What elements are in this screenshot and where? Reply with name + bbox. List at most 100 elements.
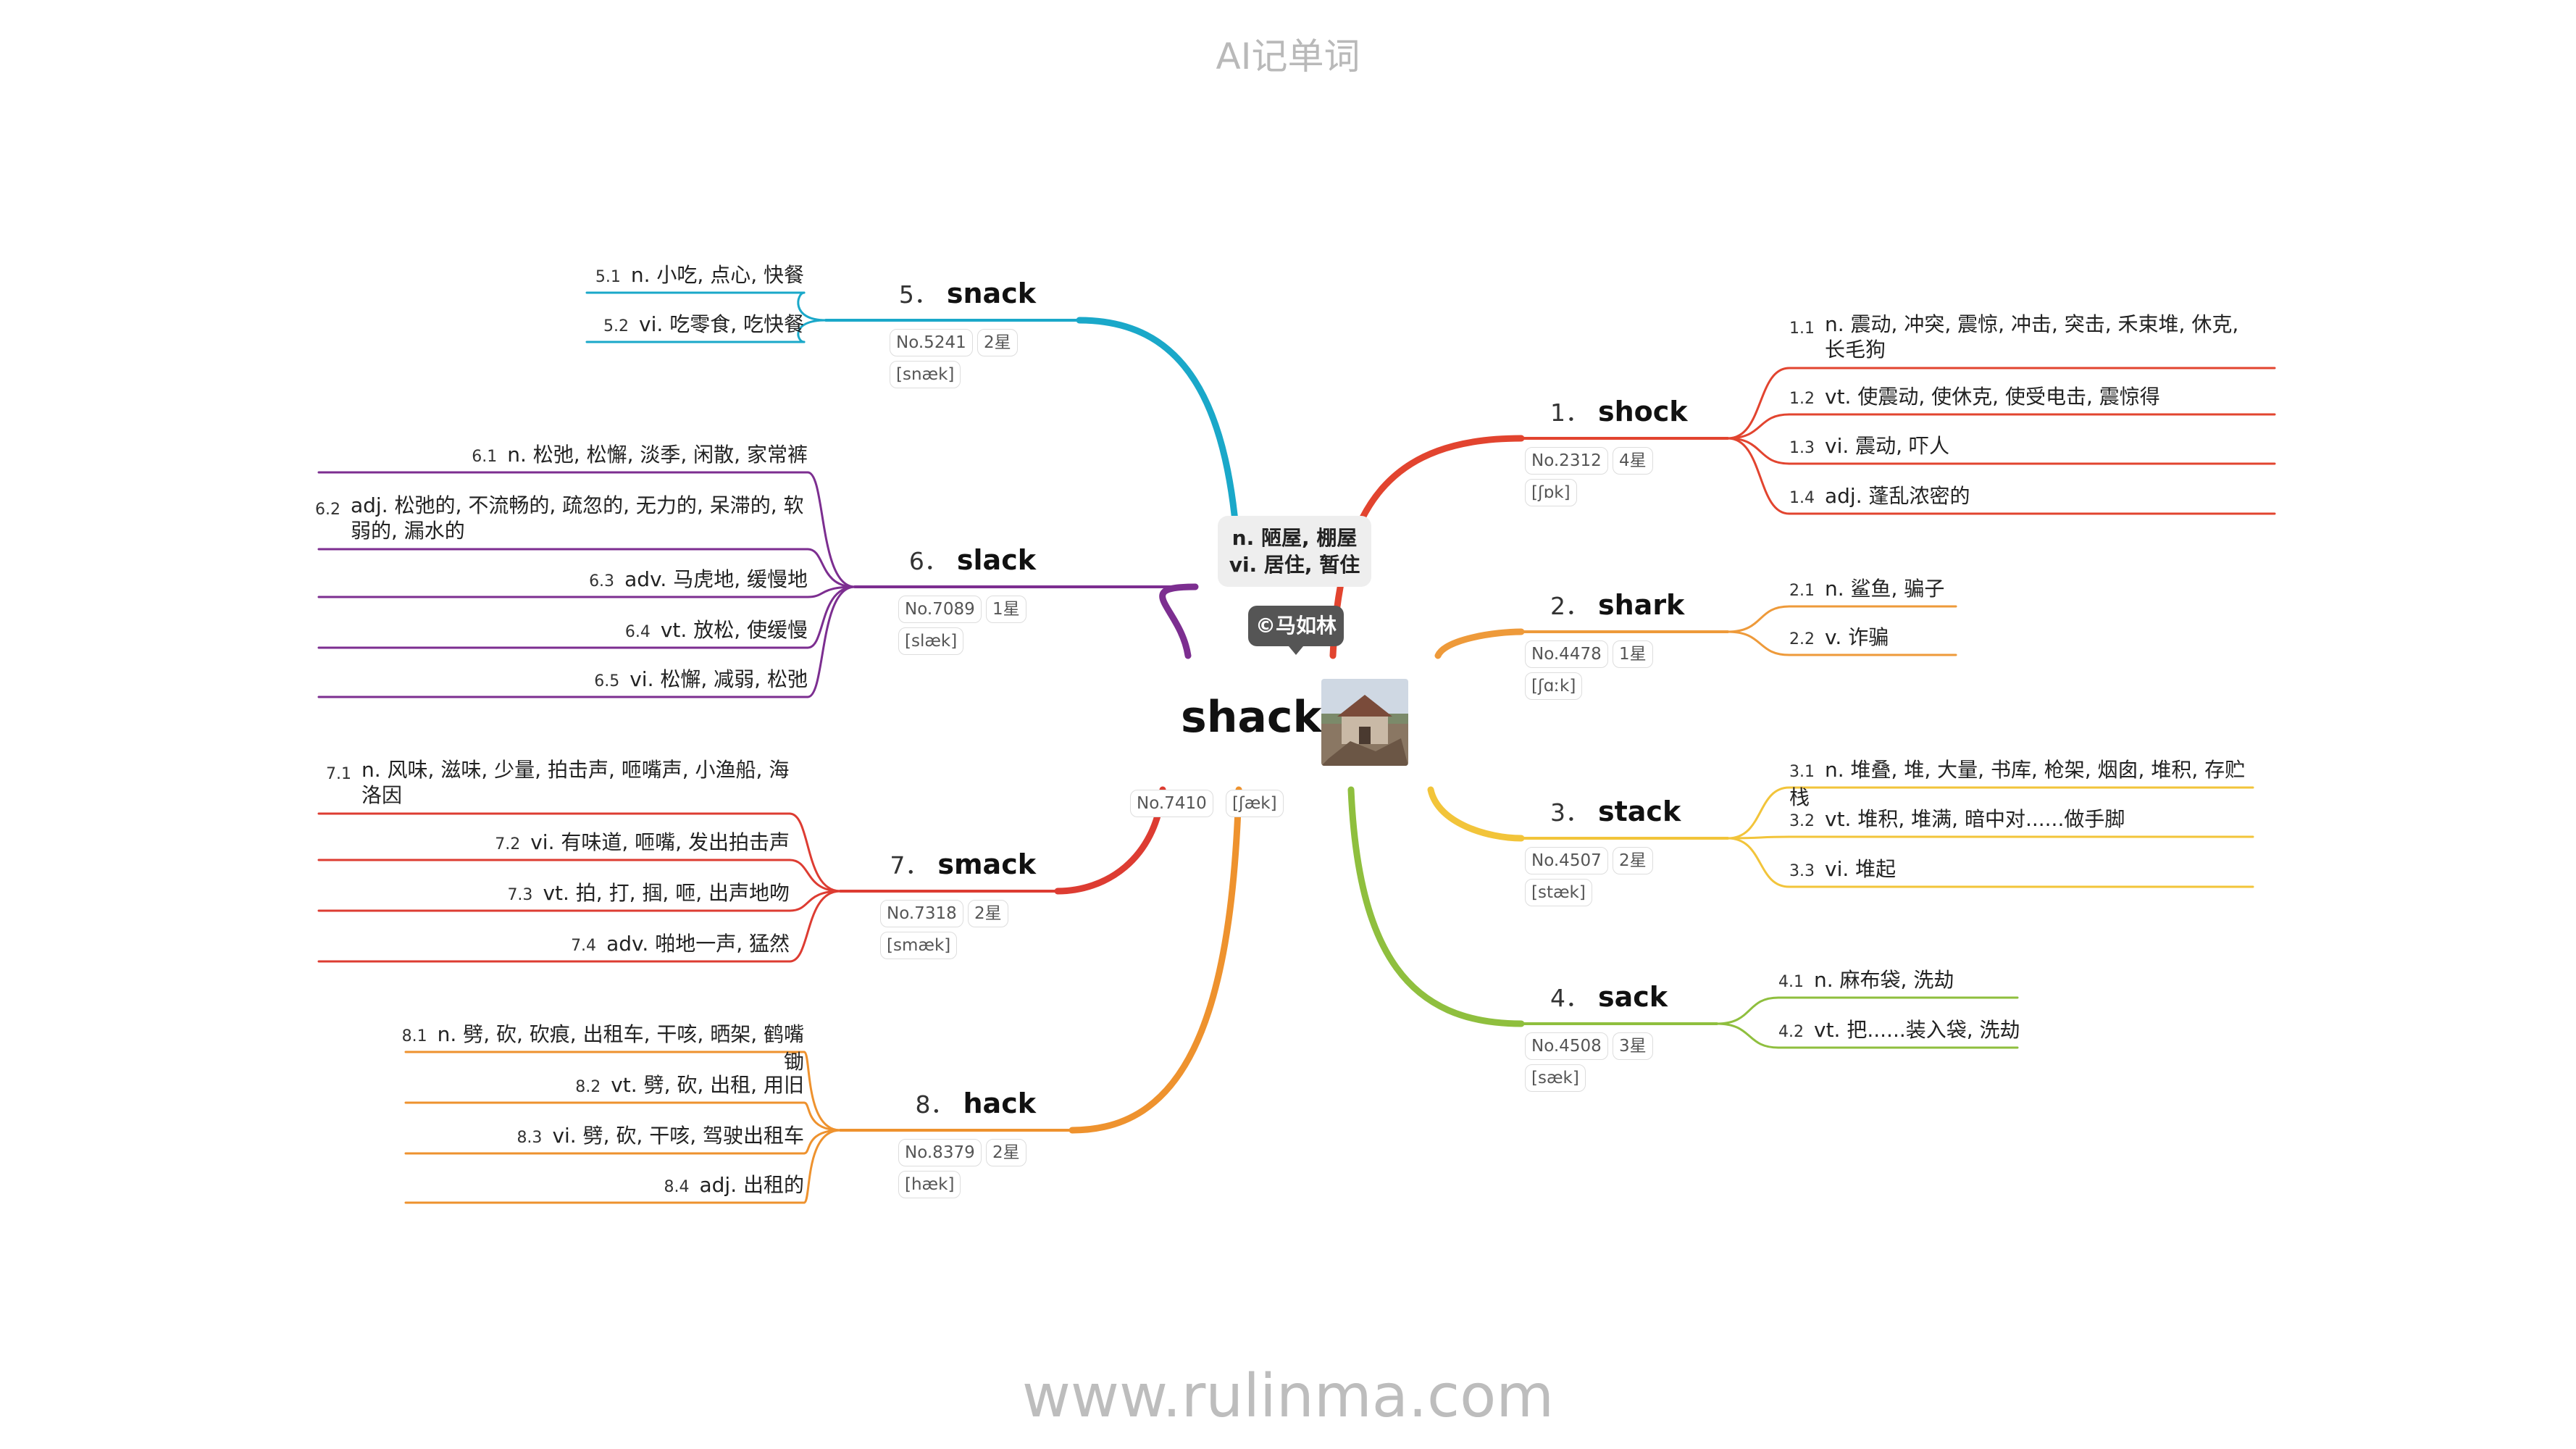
definition-index: 1.3 <box>1789 439 1815 457</box>
connector-line <box>806 585 856 598</box>
center-meaning-noun: n. 陋屋, 棚屋 <box>1231 526 1358 550</box>
branch-word-text: slack <box>956 544 1036 576</box>
definition-index: 6.4 <box>624 623 651 641</box>
connector-line <box>1434 628 1525 659</box>
branch-word-text: smack <box>937 848 1036 880</box>
definition-text: n. 鲨鱼, 骗子 <box>1825 577 1945 601</box>
branch-word-sack[interactable]: 4．sack <box>1550 979 1668 1014</box>
branch-word-slack[interactable]: 6． slack <box>909 542 1036 577</box>
definition-text: vt. 堆积, 堆满, 暗中对......做手脚 <box>1825 807 2125 831</box>
center-meaning-verb: vi. 居住, 暂住 <box>1229 553 1360 577</box>
branch-word-smack[interactable]: 7．smack <box>890 846 1036 881</box>
star-rating-badge: 4星 <box>1613 447 1653 475</box>
connector-line <box>806 585 856 649</box>
definition-index: 7.4 <box>571 937 597 955</box>
branch-word-text: sack <box>1598 981 1668 1013</box>
word-number-badge: No.7089 <box>898 596 982 623</box>
definition-index: 1.4 <box>1789 489 1815 507</box>
word-number-badge: No.7318 <box>880 900 963 927</box>
connector-line <box>1726 367 1791 440</box>
connector-line <box>1347 786 1525 1027</box>
connector-line <box>1159 583 1199 659</box>
connector-line <box>1329 435 1525 659</box>
definition-text: adj. 出租的 <box>699 1173 804 1197</box>
connector-line <box>803 1129 842 1204</box>
connector-line <box>803 1129 842 1155</box>
center-word[interactable]: shack <box>1181 692 1322 743</box>
definition-text: vi. 堆起 <box>1825 857 1897 881</box>
star-rating-badge: 2星 <box>986 1139 1026 1166</box>
definition-index: 4.1 <box>1778 973 1804 991</box>
definition-index: 1.2 <box>1789 390 1815 408</box>
branch-word-snack[interactable]: 5． snack <box>899 275 1036 310</box>
branch-number: 6． <box>908 547 948 575</box>
definition-3-3: 3.3 vi. 堆起 <box>1789 856 2253 884</box>
center-meaning-tooltip: n. 陋屋, 棚屋 vi. 居住, 暂住 <box>1218 516 1371 587</box>
copyright-badge: ©马如林 <box>1248 606 1344 655</box>
definition-index: 2.1 <box>1789 582 1815 600</box>
connector-line <box>1726 786 1791 840</box>
definition-index: 5.2 <box>603 317 630 335</box>
connector-line <box>788 890 842 963</box>
definition-index: 8.2 <box>575 1078 601 1096</box>
branch-number: 3． <box>1550 798 1589 827</box>
star-rating-badge: 3星 <box>1613 1032 1653 1060</box>
definition-text: v. 诈骗 <box>1825 625 1889 649</box>
definition-2-1: 2.1 n. 鲨鱼, 骗子 <box>1789 576 1992 604</box>
definition-index: 1.1 <box>1789 320 1815 338</box>
branch-word-stack[interactable]: 3． stack <box>1550 793 1681 828</box>
phonetic-badge: [smæk] <box>880 932 958 959</box>
connector-line <box>1726 835 1791 840</box>
branch-number: 8． <box>915 1090 955 1119</box>
connector-line <box>803 1051 842 1132</box>
center-phonetic-badge: [ʃæk] <box>1226 790 1284 817</box>
definition-text: vt. 拍, 打, 掴, 咂, 出声地吻 <box>543 881 790 905</box>
branch-number: 5． <box>898 280 938 309</box>
star-rating-badge: 1星 <box>986 596 1026 623</box>
connector-line <box>1715 996 1780 1025</box>
definition-text: adv. 马虎地, 缓慢地 <box>624 567 808 591</box>
phonetic-badge: [ʃɑːk] <box>1525 672 1583 700</box>
branch-word-shark[interactable]: 2．shark <box>1550 587 1684 622</box>
branch-word-shock[interactable]: 1． shock <box>1550 393 1688 428</box>
definition-index: 5.1 <box>595 268 621 286</box>
definition-index: 3.1 <box>1789 763 1815 781</box>
phonetic-badge: [slæk] <box>898 627 964 655</box>
star-rating-badge: 1星 <box>1613 640 1653 668</box>
word-number-badge: No.5241 <box>890 329 973 356</box>
definition-text: vt. 使震动, 使休克, 使受电击, 震惊得 <box>1825 385 2160 409</box>
branch-word-text: shark <box>1598 589 1685 621</box>
connector-line <box>1715 1022 1780 1049</box>
branch-word-text: shock <box>1598 396 1688 427</box>
definition-index: 8.1 <box>401 1027 427 1045</box>
definition-text: vi. 震动, 吓人 <box>1825 434 1949 458</box>
definition-1-2: 1.2 vt. 使震动, 使休克, 使受电击, 震惊得 <box>1789 384 2260 412</box>
definition-index: 8.3 <box>517 1129 543 1147</box>
page-title: AI记单词 <box>1216 36 1360 78</box>
definition-index: 7.2 <box>495 835 521 853</box>
branch-number: 1． <box>1550 398 1589 427</box>
branch-word-hack[interactable]: 8．hack <box>916 1085 1037 1120</box>
connector-line <box>1069 786 1242 1134</box>
definition-text: adj. 蓬乱浓密的 <box>1825 484 1970 508</box>
branch-word-text: snack <box>946 277 1036 309</box>
definition-index: 7.1 <box>326 765 351 783</box>
definition-index: 3.3 <box>1789 862 1815 880</box>
connector-line <box>806 548 856 588</box>
branch-word-text: stack <box>1598 796 1681 827</box>
